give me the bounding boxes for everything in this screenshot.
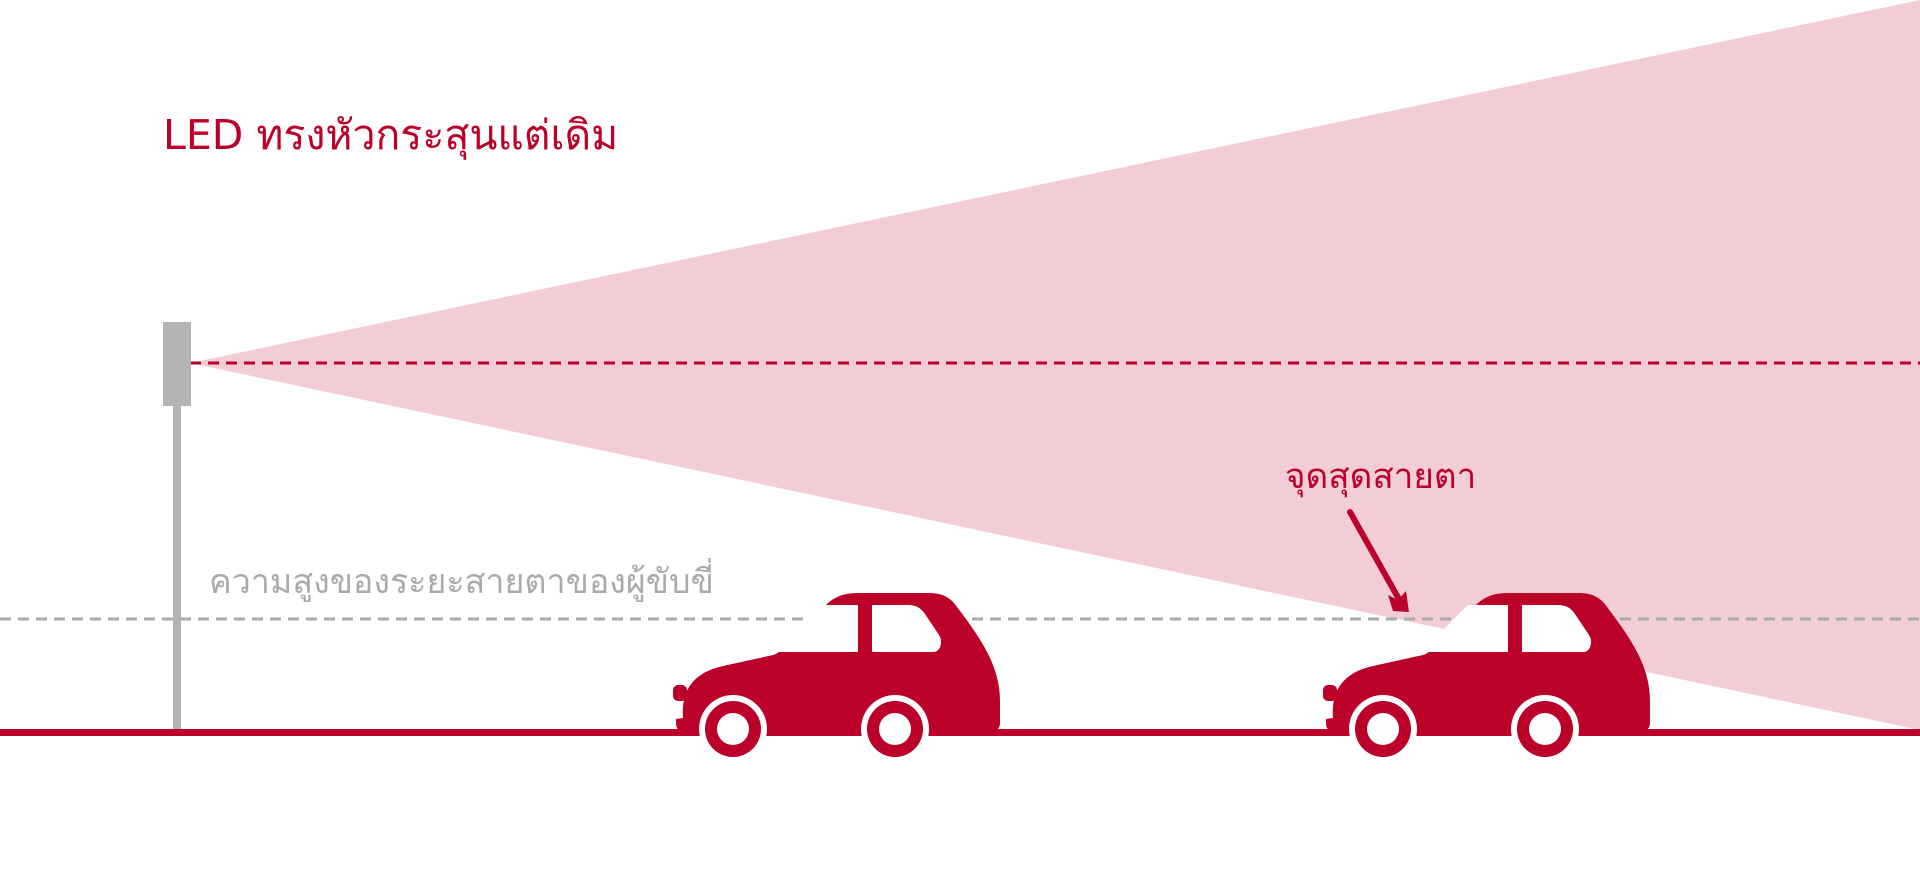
diagram-title: LED ทรงหัวกระสุนแต่เดิม bbox=[163, 111, 619, 159]
arrow-icon bbox=[1347, 509, 1409, 612]
road-line bbox=[0, 729, 1920, 736]
eye-level-label: ความสูงของระยะสายตาของผู้ขับขี่ bbox=[209, 562, 714, 602]
streetlight-icon bbox=[163, 322, 191, 732]
light-beam bbox=[190, 0, 1920, 730]
vanishing-point-label: จุดสุดสายตา bbox=[1285, 457, 1477, 497]
